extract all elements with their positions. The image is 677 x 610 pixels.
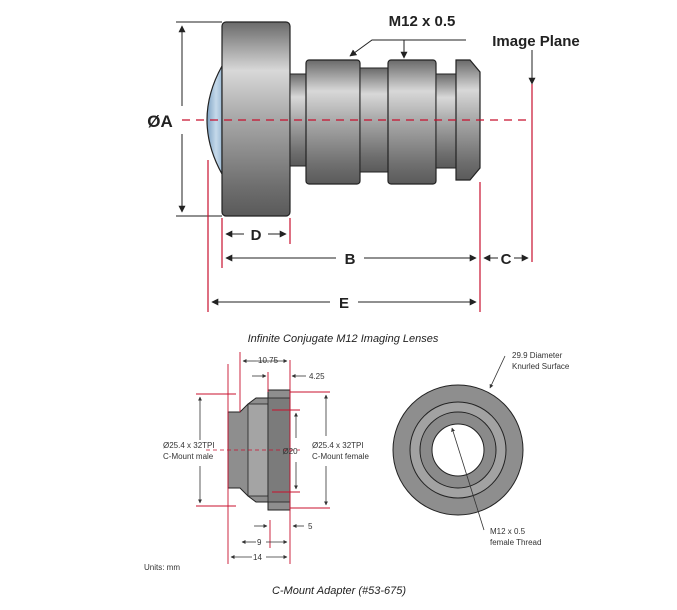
image-plane-label: Image Plane: [492, 33, 580, 50]
knurl-line2: Knurled Surface: [512, 362, 570, 371]
male-thread-line1: Ø25.4 x 32TPI: [163, 441, 215, 450]
knurl-line1: 29.9 Diameter: [512, 351, 563, 360]
m12-lens-drawing: Image Plane M12 x 0.5 ØA D B C E Infini: [147, 13, 580, 345]
female-thread-line1: Ø25.4 x 32TPI: [312, 441, 364, 450]
male-thread-line2: C-Mount male: [163, 452, 214, 461]
diameter-a-label: ØA: [147, 112, 173, 131]
adapter-front-view: 29.9 Diameter Knurled Surface M12 x 0.5 …: [392, 351, 570, 547]
center-bore: [431, 423, 485, 477]
bottom-caption: C-Mount Adapter (#53-675): [272, 585, 406, 597]
inner-diameter: Ø20: [282, 447, 298, 456]
dim-c-label: C: [501, 251, 512, 268]
thread-section: [305, 59, 361, 185]
dim-d-label: D: [251, 227, 262, 244]
dim-9: 9: [257, 538, 262, 547]
adapter-side-view: 10.75 4.25 Ø25.4 x 32TPI C-Mount male Ø2…: [144, 352, 369, 572]
female-thread-line2: C-Mount female: [312, 452, 369, 461]
dim-e-label: E: [339, 295, 349, 312]
dim-10-75: 10.75: [258, 356, 279, 365]
m12-line2: female Thread: [490, 538, 541, 547]
dim-b-label: B: [345, 251, 356, 268]
dim-14: 14: [253, 553, 262, 562]
thread-label: M12 x 0.5: [389, 13, 456, 30]
lens-barrel: [221, 21, 291, 217]
m12-line1: M12 x 0.5: [490, 527, 526, 536]
dim-4-25: 4.25: [309, 372, 325, 381]
dim-5: 5: [308, 522, 313, 531]
units-note: Units: mm: [144, 563, 180, 572]
top-caption: Infinite Conjugate M12 Imaging Lenses: [248, 333, 439, 345]
